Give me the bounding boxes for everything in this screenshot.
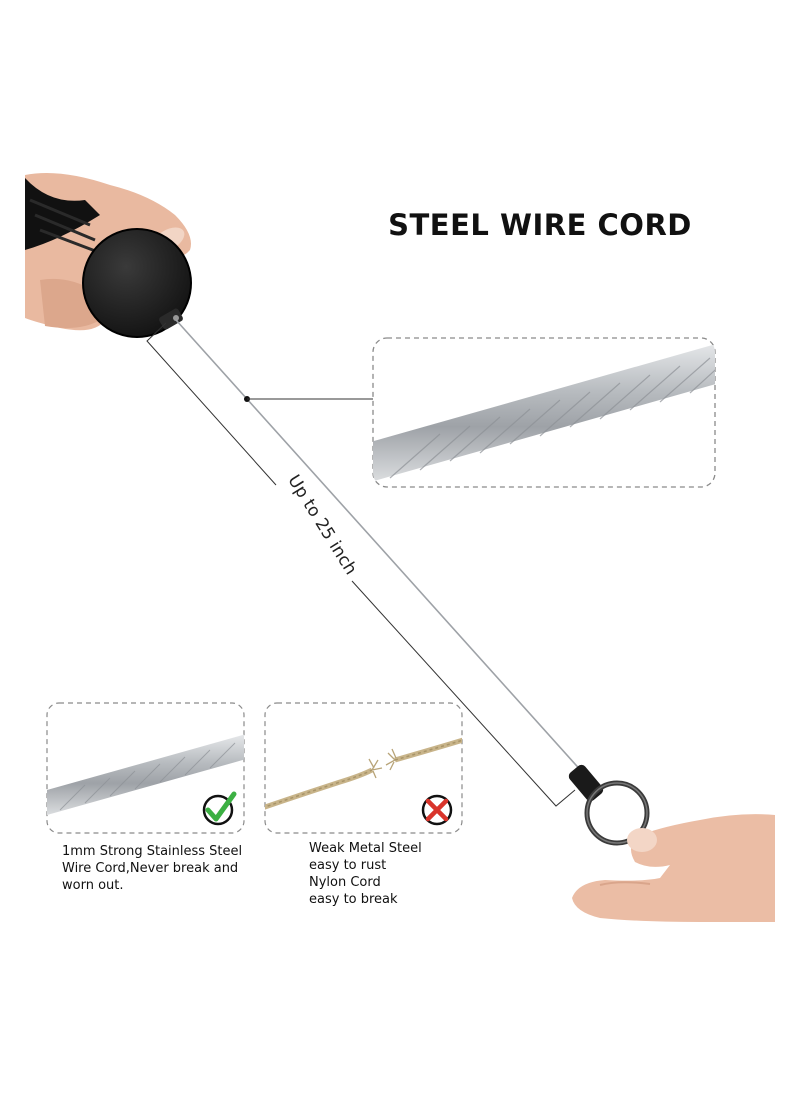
cross-icon [421,794,453,826]
hand-holding-reel [25,172,191,331]
caption-line: easy to break [309,892,398,907]
steel-wire-comparison-box [46,702,245,834]
wire-closeup-box [372,337,716,488]
steel-wire-caption: 1mm Strong Stainless Steel Wire Cord,Nev… [62,843,242,894]
length-dimension-line [146,322,576,807]
page-title: STEEL WIRE CORD [388,208,692,242]
zoom-callout [244,396,373,402]
caption-line: Nylon Cord [309,875,381,890]
caption-line: Weak Metal Steel [309,841,422,856]
caption-line: easy to rust [309,858,387,873]
caption-line: 1mm Strong Stainless Steel [62,844,243,859]
nylon-cord-caption: Weak Metal Steel easy to rust Nylon Cord… [309,840,422,908]
badge-reel [82,228,192,338]
steel-wire [175,319,585,775]
nylon-cord-comparison-box [264,702,463,834]
caption-line: Wire Cord,Never break and [62,861,239,876]
check-icon [202,791,237,826]
caption-line: worn out. [62,878,124,893]
key-ring-clip [568,764,650,846]
hand-holding-ring [572,814,775,922]
